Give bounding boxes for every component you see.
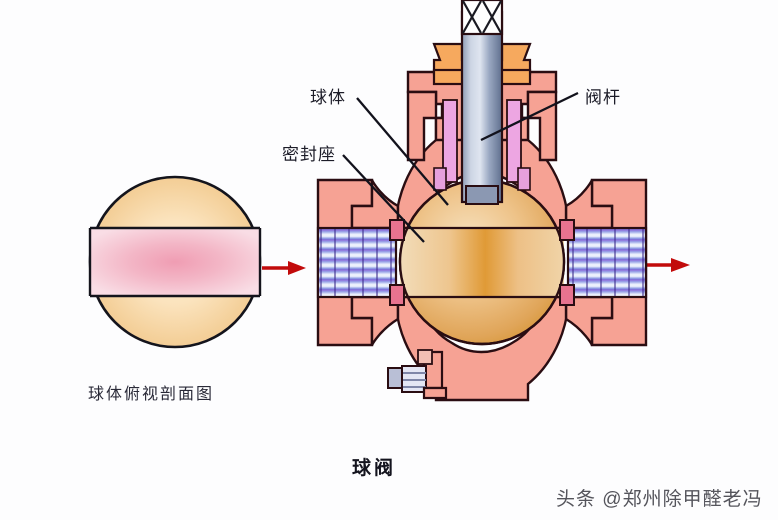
- ball-top-view-section: [88, 175, 262, 349]
- label-stem: 阀杆: [585, 88, 621, 107]
- bonnet-wing-left: [406, 90, 438, 162]
- outlet-flow-arrow: [645, 258, 690, 272]
- label-seat: 密封座: [282, 145, 336, 164]
- leader-line-seat: [342, 154, 425, 243]
- trunnion-bolt: [387, 367, 403, 389]
- ball-bore-channel: [400, 228, 564, 297]
- left-body-lower: [350, 295, 400, 346]
- seat-left: [389, 219, 405, 306]
- crosshatch-break-icon: [460, 0, 504, 36]
- bonnet-wing-right: [526, 90, 558, 162]
- right-bore-flow: [566, 226, 648, 299]
- seat-right: [559, 219, 575, 306]
- packing-lower-right: [517, 167, 531, 191]
- packing-lower-left: [433, 167, 447, 191]
- right-body-lower: [564, 295, 614, 346]
- packing-right: [506, 99, 522, 183]
- left-figure-caption: 球体俯视剖面图: [88, 386, 215, 403]
- trunnion-cap: [417, 349, 433, 365]
- leader-line-stem: [480, 91, 579, 142]
- left-bore-flow: [316, 226, 398, 299]
- watermark: 头条 @郑州除甲醛老冯: [556, 489, 763, 510]
- right-body-upper: [564, 179, 614, 230]
- label-ball: 球体: [310, 88, 346, 107]
- stem-tip: [465, 185, 499, 205]
- leader-line-ball: [356, 97, 449, 206]
- trunnion-base: [422, 386, 448, 400]
- inlet-flow-arrow: [262, 261, 306, 275]
- packing-left: [442, 99, 458, 183]
- figure-title: 球阀: [352, 458, 397, 479]
- valve-assembly: [316, 0, 648, 402]
- left-body-upper: [350, 179, 400, 230]
- valve-stem: [460, 10, 504, 204]
